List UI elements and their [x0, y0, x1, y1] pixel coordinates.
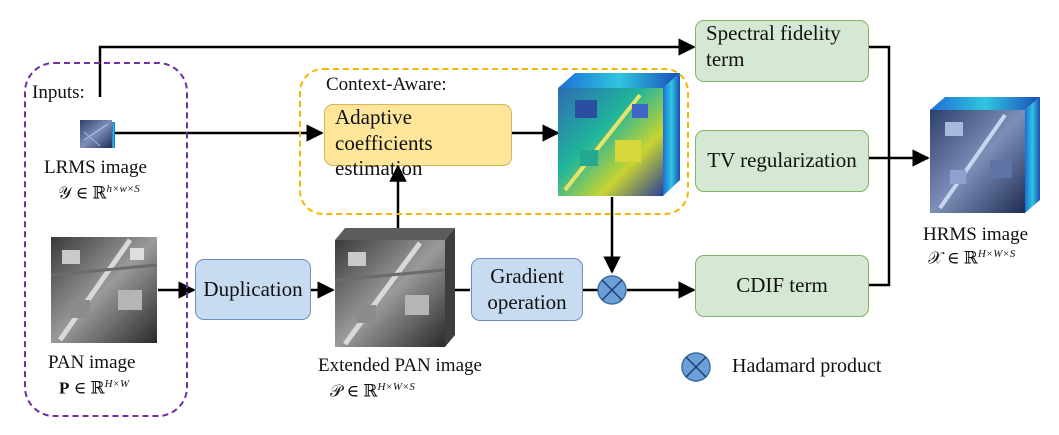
- hadamard-legend-label: Hadamard product: [732, 355, 882, 377]
- extended-pan-math: 𝒫 ∈ ℝH×W×S: [330, 381, 415, 401]
- hadamard-operator-icon: [597, 275, 627, 305]
- terms-bracket: [869, 45, 891, 287]
- spectral-fidelity-block: Spectral fidelity term: [695, 20, 869, 82]
- context-aware-group: [299, 68, 689, 215]
- cdif-term-block: CDIF term: [695, 255, 869, 317]
- extended-pan-cube: [334, 228, 455, 347]
- legend-hadamard-icon: [681, 352, 711, 382]
- arrow-lrms-to-spectral: [98, 38, 696, 97]
- gradient-operation-block: Gradient operation: [471, 258, 583, 321]
- lrms-math: 𝒴 ∈ ℝh×w×S: [58, 183, 140, 203]
- duplication-block: Duplication: [195, 259, 311, 320]
- hrms-math: 𝒳 ∈ ℝH×W×S: [928, 248, 1016, 268]
- coefficient-cube: [558, 73, 680, 196]
- hrms-image-label: HRMS image: [923, 224, 1029, 245]
- hrms-image-cube: [930, 97, 1040, 213]
- tv-regularization-block: TV regularization: [695, 130, 869, 192]
- extended-pan-label: Extended PAN image: [318, 355, 482, 376]
- pan-image-thumbnail: [50, 237, 158, 343]
- inputs-group-label: Inputs:: [32, 82, 85, 103]
- pan-image-label: PAN image: [48, 352, 136, 373]
- pan-math: P ∈ ℝH×W: [59, 378, 130, 398]
- context-aware-label: Context-Aware:: [326, 74, 447, 95]
- inputs-group: [24, 62, 188, 417]
- lrms-image-thumbnail: [80, 120, 115, 148]
- adaptive-coefficients-block: Adaptive coefficients estimation: [324, 104, 512, 180]
- lrms-image-label: LRMS image: [44, 157, 147, 178]
